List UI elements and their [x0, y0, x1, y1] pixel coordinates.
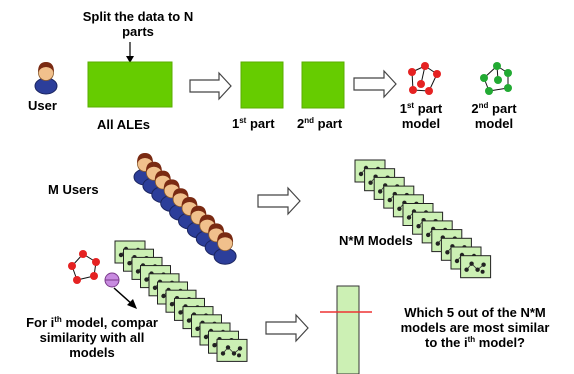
similarity-bar — [336, 285, 360, 374]
part-1-label: 1st part — [232, 116, 275, 131]
graph-model-icon — [480, 62, 512, 95]
model-1-label: 1st part model — [390, 101, 452, 131]
model-2-label-sup: nd — [478, 101, 489, 110]
split-label-line-1: Split the data to N — [82, 9, 194, 24]
model-thumbnail-icon — [216, 338, 248, 362]
model-thumbnail-icon — [460, 255, 492, 279]
part-1-label-text: part — [246, 116, 275, 131]
part-2-label-sup: nd — [304, 116, 315, 125]
split-pointer-arrowhead — [126, 56, 134, 63]
user-label: User — [28, 98, 57, 113]
all-ales-label: All ALEs — [97, 117, 150, 132]
compare-pointer-line — [113, 287, 134, 306]
model-2-label-text: part — [488, 101, 517, 116]
block-arrow-icon — [189, 71, 232, 101]
m-users-label: M Users — [48, 182, 99, 197]
users-stack — [133, 152, 237, 265]
compare-pointer-arrowhead — [127, 299, 137, 309]
all-ales-block — [87, 61, 173, 108]
graph-model-icon — [68, 250, 100, 284]
compare-label-pre: For i — [26, 315, 55, 330]
model-thumbnail-stack — [354, 159, 492, 279]
question-label-pre: to the i — [424, 335, 468, 350]
compare-label-line-3: models — [69, 345, 115, 360]
model-2-label-line-2: model — [474, 116, 514, 131]
part-2-block — [301, 61, 345, 109]
block-arrow-icon — [265, 313, 309, 343]
block-arrow-icon — [257, 186, 301, 216]
user-icon — [34, 61, 58, 95]
compare-label: For ith model, compar similarity with al… — [10, 315, 174, 360]
nm-models-label: N*M Models — [339, 233, 413, 248]
part-2-label-text: part — [314, 116, 343, 131]
question-label: Which 5 out of the N*M models are most s… — [381, 305, 569, 350]
model-2-label: 2nd part model — [462, 101, 526, 131]
block-arrow-icon — [353, 69, 397, 99]
compare-label-sup: th — [54, 315, 62, 324]
part-2-label: 2nd part — [297, 116, 343, 131]
question-label-line-2: models are most similar — [400, 320, 550, 335]
model-1-label-sup: st — [406, 101, 415, 110]
question-label-rest: model? — [475, 335, 525, 350]
part-1-block — [240, 61, 284, 109]
question-label-line-1: Which 5 out of the N*M — [404, 305, 546, 320]
compare-label-line-2: similarity with all — [39, 330, 145, 345]
question-label-sup: th — [467, 335, 476, 344]
compare-label-rest: model, compar — [61, 315, 158, 330]
selector-circle-icon — [104, 272, 120, 288]
split-label-line-2: parts — [122, 24, 154, 39]
split-label: Split the data to N parts — [64, 9, 212, 39]
model-1-label-line-2: model — [401, 116, 441, 131]
part-1-label-sup: st — [239, 116, 247, 125]
model-1-label-text: part — [414, 101, 443, 116]
graph-model-icon — [408, 62, 441, 95]
